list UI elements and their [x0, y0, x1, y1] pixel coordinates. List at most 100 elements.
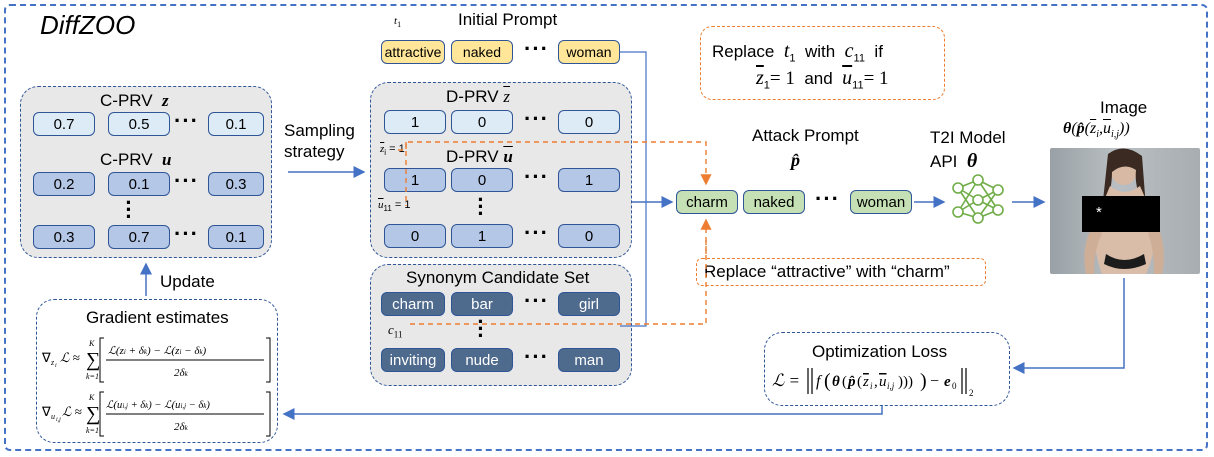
zbar-equation: zi = 1	[380, 143, 405, 158]
svg-text:K: K	[88, 339, 95, 348]
p-hat-symbol: p̂	[791, 150, 800, 170]
dprv-u-label: D-PRV	[446, 147, 499, 166]
svg-text:))): )))	[898, 374, 913, 390]
t2i-line-2: API θ	[930, 150, 978, 172]
cprv-u-heading: C-PRV u	[100, 150, 172, 170]
svg-text:ℒ ≈: ℒ ≈	[60, 350, 80, 365]
vertical-ellipsis: ···	[477, 309, 485, 348]
update-label: Update	[160, 272, 215, 291]
replace-rule-line-1: Replace t1 with c11 if	[712, 40, 883, 65]
cprv-z-cell-3: 0.1	[208, 112, 264, 136]
replace-condition-path	[398, 141, 712, 186]
initial-prompt-title: Initial Prompt	[458, 10, 558, 29]
cprv-z-symbol: z	[162, 91, 169, 110]
synonym-cell-6: man	[558, 348, 620, 372]
cprv-z-cell-2: 0.5	[108, 112, 170, 136]
gradient-formula-z: ∇ z i ℒ ≈ ∑ K k=1 ℒ(zi + δk) − ℒ(zi − δk…	[41, 332, 274, 389]
cprv-u-label: C-PRV	[100, 150, 153, 169]
attack-prompt-title: Attack Prompt	[752, 126, 859, 145]
zbar-symbol: z	[503, 87, 510, 106]
ellipsis: ···	[524, 220, 549, 245]
dprv-u-cell-6: 0	[558, 224, 620, 248]
cprv-u-symbol: u	[162, 150, 172, 169]
svg-text:,: ,	[874, 374, 878, 390]
synonym-cell-3: girl	[558, 292, 620, 316]
svg-text:i: i	[870, 381, 873, 391]
optimization-title: Optimization Loss	[812, 342, 948, 361]
cprv-u-cell-6: 0.1	[208, 225, 264, 249]
optimization-loss-box	[764, 332, 1010, 406]
attack-token-1: charm	[676, 190, 738, 214]
dprv-u-cell-3: 1	[558, 168, 620, 192]
svg-text:0: 0	[952, 381, 957, 391]
svg-text:K: K	[88, 393, 95, 402]
svg-text:∇: ∇	[42, 404, 51, 419]
dprv-u-cell-2: 0	[451, 168, 513, 192]
c11-symbol: c	[388, 322, 394, 337]
ellipsis: ···	[524, 36, 549, 61]
svg-text:z: z	[50, 358, 55, 367]
svg-text:e: e	[944, 374, 951, 390]
vertical-ellipsis: ···	[125, 190, 133, 229]
loss-formula: ℒ = f ( θ ( p̂ ( z i , u i,j ))) ) − e 0…	[772, 364, 1006, 405]
svg-text:2: 2	[969, 388, 974, 398]
synonym-title: Synonym Candidate Set	[406, 268, 590, 287]
synonym-cell-1: charm	[381, 292, 445, 316]
t1-subscript: 1	[397, 20, 402, 30]
image-to-loss-arrow	[1012, 278, 1125, 374]
cprv-z-cell-1: 0.7	[33, 112, 95, 136]
svg-text:−: −	[930, 373, 939, 390]
cprv-u-cell-1: 0.2	[33, 172, 95, 196]
svg-text:(: (	[824, 370, 831, 392]
eq2: = 1	[863, 68, 889, 89]
c11-subscript: 11	[393, 329, 403, 340]
cprv-u-cell-5: 0.7	[108, 225, 170, 249]
dprv-u-cell-1: 1	[384, 168, 446, 192]
if-word: if	[874, 42, 883, 61]
ellipsis: ···	[524, 164, 549, 189]
svg-text:∑: ∑	[86, 349, 100, 371]
dprv-z-cell-1: 1	[384, 110, 446, 134]
synonym-cell-5: nude	[451, 348, 513, 372]
sampling-line-1: Sampling	[284, 121, 355, 140]
loss-to-gradient-arrow	[282, 406, 883, 420]
replace-rule-box	[700, 26, 945, 100]
replace-rule-line-2: z1= 1 and u11= 1	[756, 67, 889, 92]
ubar-equation: u11 = 1	[378, 199, 411, 214]
svg-text:i: i	[55, 363, 57, 369]
svg-text:z: z	[862, 374, 869, 390]
ellipsis: ···	[524, 288, 549, 313]
replace-note: Replace “attractive” with “charm”	[704, 262, 950, 281]
replace-note-box	[696, 258, 986, 286]
diagram-title: DiffZOO	[40, 10, 136, 40]
ellipsis: ···	[524, 344, 549, 369]
neural-network-icon	[952, 174, 1004, 224]
attack-token-2: naked	[743, 190, 805, 214]
gradient-formula-u: ∇ u i,j ℒ ≈ ∑ K k=1 ℒ(ui,j + δk) − ℒ(ui,…	[41, 386, 274, 443]
sampling-line-2: strategy	[284, 142, 345, 161]
ellipsis: ···	[815, 186, 840, 211]
initial-token-1: attractive	[381, 40, 445, 64]
synonym-cell-2: bar	[451, 292, 513, 316]
dprv-z-cell-3: 0	[558, 110, 620, 134]
cprv-z-label: C-PRV	[100, 91, 153, 110]
svg-text:(: (	[857, 374, 862, 390]
svg-text:u: u	[51, 412, 55, 421]
svg-text:k=1: k=1	[86, 372, 99, 381]
svg-text:ℒ(ui,j + δk) − ℒ(ui,j − δk): ℒ(ui,j + δk) − ℒ(ui,j − δk)	[106, 400, 210, 411]
svg-text:2δk: 2δk	[174, 421, 189, 433]
synonym-to-attack-path	[410, 218, 712, 325]
ellipsis: ···	[174, 108, 199, 133]
with-word: with	[804, 42, 836, 61]
cprv-u-cell-3: 0.3	[208, 172, 264, 196]
initial-prompt-connector	[620, 51, 647, 327]
censor-mark: *	[1096, 204, 1102, 221]
ubar-equals: = 1	[394, 199, 411, 211]
svg-text:ℒ(zi + δk) − ℒ(zi − δk): ℒ(zi + δk) − ℒ(zi − δk)	[108, 345, 207, 357]
svg-text:ℒ ≈: ℒ ≈	[62, 404, 82, 419]
image-expression: θ(p̂(zi,ui,j))	[1063, 120, 1130, 141]
gradient-title: Gradient estimates	[86, 308, 229, 327]
svg-text:∑: ∑	[86, 403, 100, 425]
dprv-z-label: D-PRV	[446, 87, 499, 106]
svg-text:∇: ∇	[42, 350, 51, 365]
